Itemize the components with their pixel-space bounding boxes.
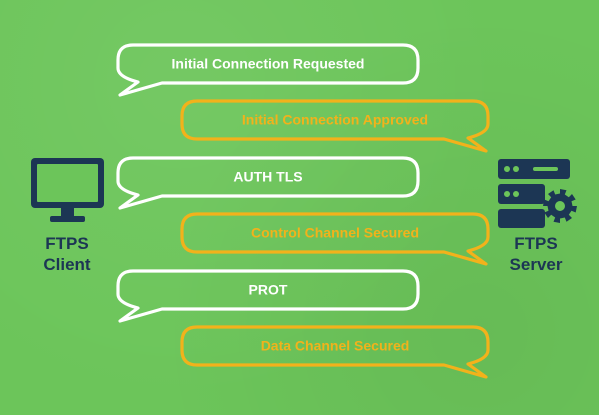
server-label-line1: FTPS — [514, 234, 558, 253]
speech-bubble-outline — [180, 212, 490, 266]
gear-hole — [555, 201, 565, 211]
speech-bubble-outline — [116, 269, 420, 323]
monitor-icon — [31, 158, 104, 222]
speech-bubble-outline — [116, 43, 420, 97]
message-text: Initial Connection Requested — [172, 56, 365, 72]
speech-bubble-outline — [180, 325, 490, 379]
client-label-line1: FTPS — [45, 234, 89, 253]
speech-bubble-outline — [180, 99, 490, 153]
server-label: FTPS Server — [491, 233, 581, 275]
message-text: Control Channel Secured — [251, 225, 419, 241]
client-message-bubble: AUTH TLS — [116, 156, 420, 210]
message-text: AUTH TLS — [233, 169, 302, 185]
client-message-bubble: Initial Connection Requested — [116, 43, 420, 97]
client-label-line2: Client — [43, 255, 91, 274]
server-gear-icon — [498, 159, 577, 228]
server-message-bubble: Data Channel Secured — [180, 325, 490, 379]
message-text: Data Channel Secured — [261, 338, 410, 354]
message-text: PROT — [249, 282, 288, 298]
server-message-bubble: Initial Connection Approved — [180, 99, 490, 153]
client-message-bubble: PROT — [116, 269, 420, 323]
speech-bubble-outline — [116, 156, 420, 210]
message-text: Initial Connection Approved — [242, 112, 428, 128]
server-label-line2: Server — [509, 255, 563, 274]
gear-icon — [543, 189, 577, 223]
client-label: FTPS Client — [22, 233, 112, 275]
server-message-bubble: Control Channel Secured — [180, 212, 490, 266]
